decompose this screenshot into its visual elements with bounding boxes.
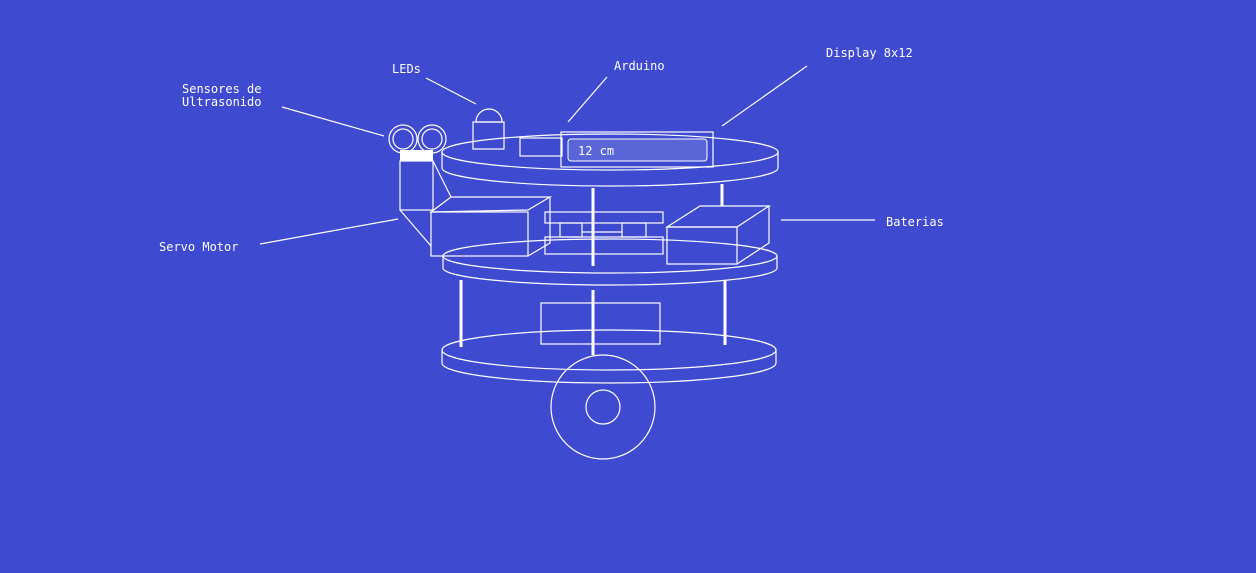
leader-line-leds — [425, 77, 477, 105]
leader-line-arduino — [567, 76, 608, 123]
label-sensors-line1: Sensores de — [182, 82, 261, 96]
label-servo: Servo Motor — [159, 240, 238, 254]
leader-line-sensors — [281, 106, 385, 137]
arduino-block — [519, 137, 563, 157]
battery-box — [664, 205, 772, 265]
label-leds: LEDs — [392, 62, 421, 76]
ultrasonic-sensor-icon — [388, 124, 447, 154]
label-arduino: Arduino — [614, 59, 665, 73]
lower-box — [540, 302, 661, 345]
sensor-mount — [399, 150, 452, 247]
label-batteries: Baterias — [886, 215, 944, 229]
label-display: Display 8x12 — [826, 46, 913, 60]
display-module: 12 cm — [560, 131, 714, 168]
arduino-board-stack — [544, 211, 664, 255]
middle-platform — [442, 238, 778, 286]
label-sensors-line2: Ultrasonido — [182, 95, 261, 109]
top-platform — [441, 133, 779, 187]
servo-box — [429, 196, 553, 257]
bottom-platform — [441, 329, 777, 384]
display-readout: 12 cm — [578, 144, 614, 158]
led-icon — [472, 108, 505, 150]
leader-line-display — [721, 65, 808, 127]
leader-line-servo — [259, 218, 399, 245]
drive-wheel — [550, 354, 656, 460]
